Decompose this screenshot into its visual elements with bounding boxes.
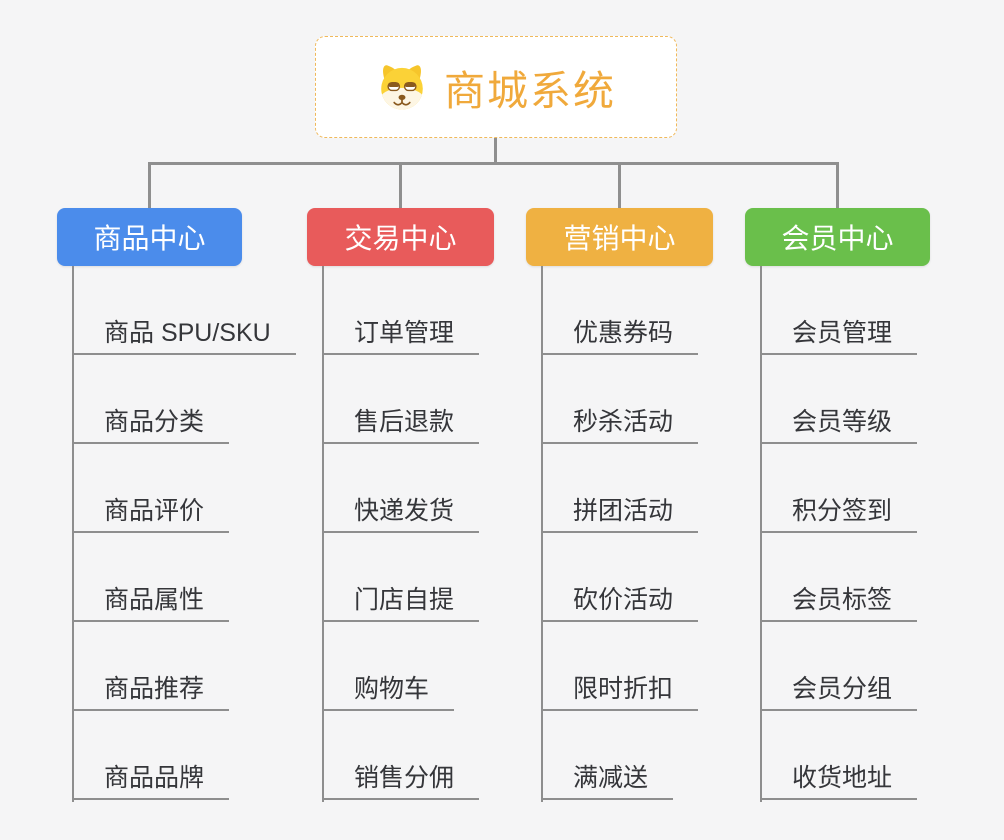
child-row: 积分签到 — [760, 444, 1004, 533]
child-node[interactable]: 砍价活动 — [541, 586, 699, 622]
child-row: 会员管理 — [760, 266, 1004, 355]
child-node[interactable]: 会员标签 — [760, 586, 918, 622]
child-row: 售后退款 — [322, 355, 572, 444]
child-node[interactable]: 会员等级 — [760, 408, 918, 444]
child-node[interactable]: 会员管理 — [760, 319, 918, 355]
child-node[interactable]: 销售分佣 — [322, 764, 480, 800]
child-node[interactable]: 限时折扣 — [541, 675, 699, 711]
child-node[interactable]: 拼团活动 — [541, 497, 699, 533]
branch-spine — [72, 266, 74, 802]
child-node[interactable]: 订单管理 — [322, 319, 480, 355]
connector-drop-trade — [399, 162, 402, 208]
connector-bus — [148, 162, 839, 165]
child-row: 快递发货 — [322, 444, 572, 533]
child-node[interactable]: 商品 SPU/SKU — [72, 319, 296, 355]
child-row: 商品品牌 — [72, 711, 322, 800]
child-node[interactable]: 购物车 — [322, 675, 455, 711]
branch-node-member[interactable]: 会员中心 — [745, 208, 930, 266]
children-column-product: 商品 SPU/SKU 商品分类 商品评价 商品属性 商品推荐 商品品牌 — [72, 266, 322, 802]
child-node[interactable]: 快递发货 — [322, 497, 480, 533]
connector-stem — [494, 138, 497, 165]
child-row: 商品评价 — [72, 444, 322, 533]
child-node[interactable]: 优惠券码 — [541, 319, 699, 355]
dog-face-icon — [381, 65, 423, 110]
child-row: 优惠券码 — [541, 266, 791, 355]
child-row: 门店自提 — [322, 533, 572, 622]
child-row: 收货地址 — [760, 711, 1004, 800]
children-column-trade: 订单管理 售后退款 快递发货 门店自提 购物车 销售分佣 — [322, 266, 572, 802]
child-row: 商品 SPU/SKU — [72, 266, 322, 355]
connector-drop-marketing — [618, 162, 621, 208]
root-node[interactable]: 商城系统 — [315, 36, 677, 138]
child-node[interactable]: 商品分类 — [72, 408, 230, 444]
child-node[interactable]: 秒杀活动 — [541, 408, 699, 444]
child-row: 会员等级 — [760, 355, 1004, 444]
child-node[interactable]: 商品属性 — [72, 586, 230, 622]
child-row: 限时折扣 — [541, 622, 791, 711]
child-row: 满减送 — [541, 711, 791, 800]
children-column-member: 会员管理 会员等级 积分签到 会员标签 会员分组 收货地址 — [760, 266, 1004, 802]
child-row: 销售分佣 — [322, 711, 572, 800]
child-node[interactable]: 满减送 — [541, 764, 674, 800]
connector-drop-product — [148, 162, 151, 208]
child-row: 秒杀活动 — [541, 355, 791, 444]
child-node[interactable]: 会员分组 — [760, 675, 918, 711]
branch-spine — [541, 266, 543, 802]
children-column-marketing: 优惠券码 秒杀活动 拼团活动 砍价活动 限时折扣 满减送 — [541, 266, 791, 802]
connector-drop-member — [836, 162, 839, 208]
child-row: 商品分类 — [72, 355, 322, 444]
child-row: 砍价活动 — [541, 533, 791, 622]
child-row: 购物车 — [322, 622, 572, 711]
branch-node-trade[interactable]: 交易中心 — [307, 208, 494, 266]
child-node[interactable]: 门店自提 — [322, 586, 480, 622]
branch-node-product[interactable]: 商品中心 — [57, 208, 242, 266]
child-node[interactable]: 积分签到 — [760, 497, 918, 533]
child-row: 商品推荐 — [72, 622, 322, 711]
child-row: 会员分组 — [760, 622, 1004, 711]
child-row: 商品属性 — [72, 533, 322, 622]
child-row: 订单管理 — [322, 266, 572, 355]
child-row: 拼团活动 — [541, 444, 791, 533]
child-row: 会员标签 — [760, 533, 1004, 622]
child-node[interactable]: 收货地址 — [760, 764, 918, 800]
child-node[interactable]: 商品品牌 — [72, 764, 230, 800]
child-node[interactable]: 售后退款 — [322, 408, 480, 444]
child-node[interactable]: 商品评价 — [72, 497, 230, 533]
branch-spine — [322, 266, 324, 802]
root-title: 商城系统 — [444, 68, 616, 114]
branch-spine — [760, 266, 762, 802]
branch-node-marketing[interactable]: 营销中心 — [526, 208, 713, 266]
child-node[interactable]: 商品推荐 — [72, 675, 230, 711]
